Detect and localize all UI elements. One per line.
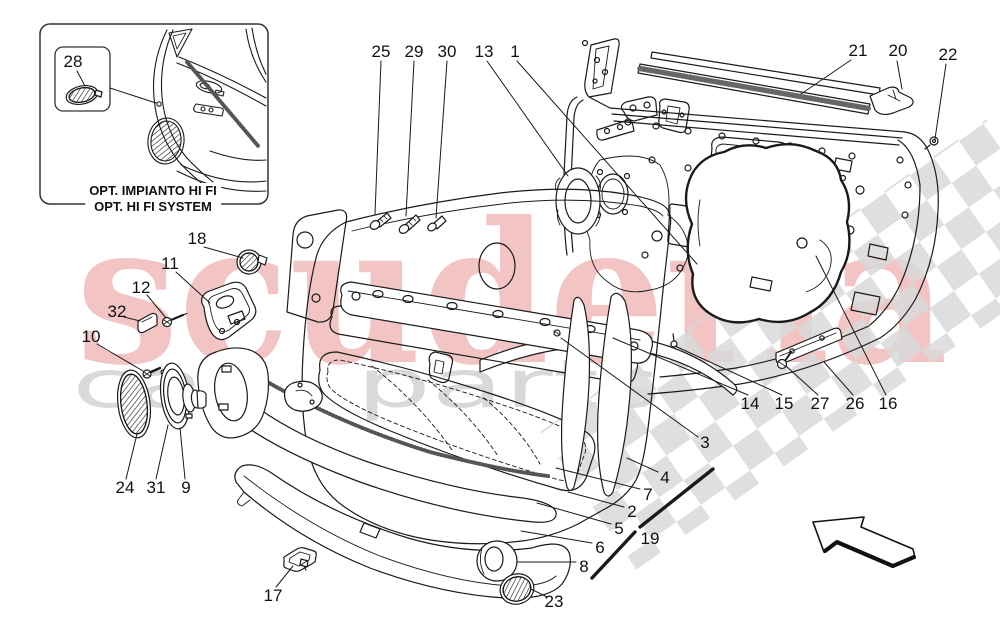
inset-tweeter-detail (54, 46, 157, 112)
part-bracket-11 (201, 281, 257, 341)
part-seal-strip-19 (590, 467, 715, 580)
part-channel-trim-4 (597, 292, 632, 497)
part-tweeter-18 (236, 249, 268, 275)
inset-door-sketch (147, 27, 267, 204)
part-insulation-pad (684, 143, 851, 324)
part-sill-strip (775, 327, 843, 365)
part-courtesy-lamp-17 (283, 547, 317, 572)
part-clip-32 (137, 312, 158, 334)
part-screw-27 (776, 351, 792, 370)
front-direction-arrow-icon (812, 516, 916, 568)
part-window-strips (637, 51, 939, 150)
inset-hifi-box (39, 23, 269, 205)
part-armrest-handle (197, 347, 557, 523)
part-speaker-grille-23 (499, 573, 535, 605)
leader-lines (96, 59, 947, 598)
part-speaker-grille-24 (116, 369, 152, 439)
part-screw-30 (427, 215, 447, 232)
part-channel-trim-7 (560, 296, 591, 492)
part-screw-29 (398, 214, 421, 234)
part-screw-12 (161, 313, 188, 328)
part-screw-25 (369, 212, 392, 230)
part-stud-15 (670, 333, 678, 348)
part-woofer-speaker-9 (159, 362, 207, 430)
